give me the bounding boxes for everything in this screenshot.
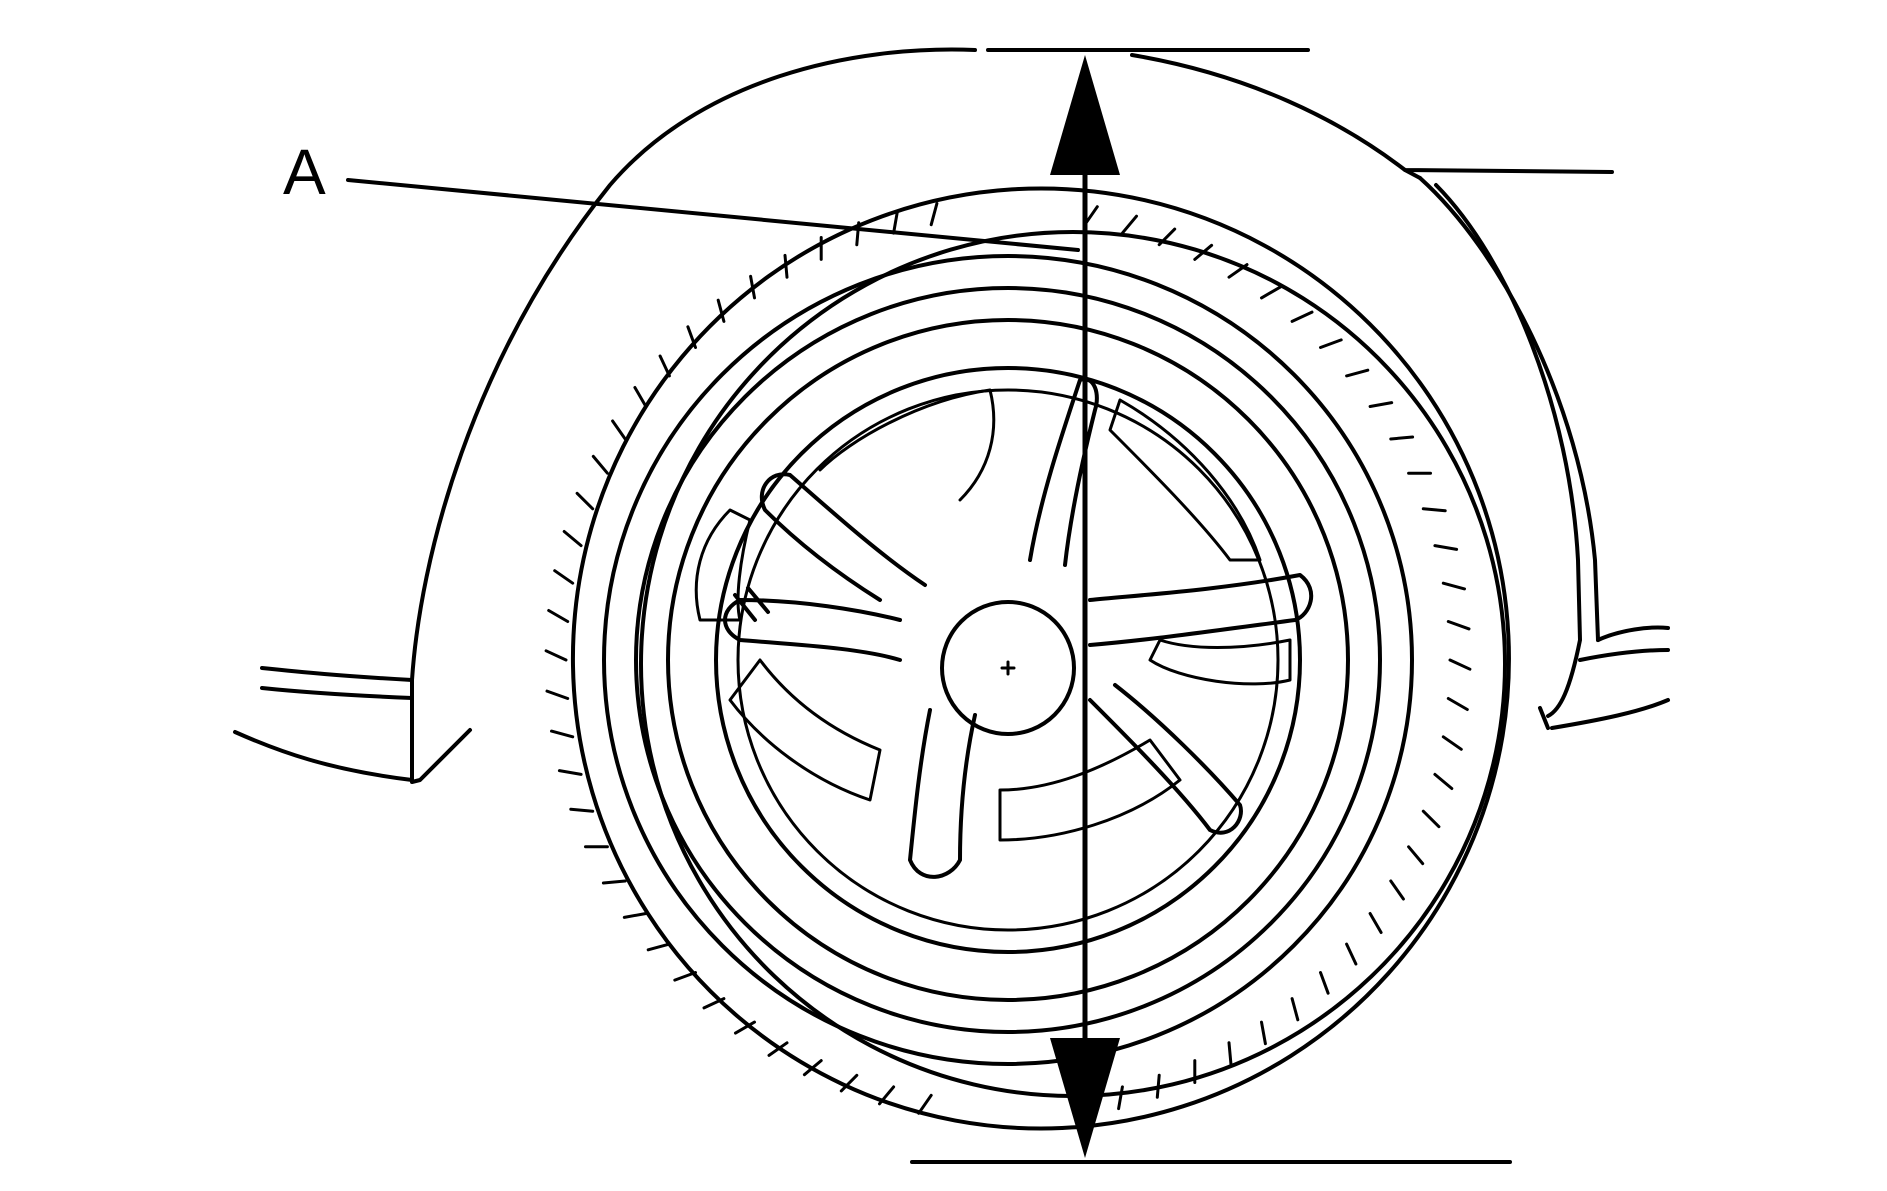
tread-mark: [1433, 544, 1459, 551]
tread-mark: [646, 942, 671, 952]
tread-mark: [611, 419, 627, 441]
tread-mark: [1319, 338, 1343, 349]
tread-mark: [878, 1085, 896, 1106]
tread-mark: [1407, 845, 1425, 866]
tread-mark: [1290, 310, 1314, 323]
tread-mark: [550, 729, 575, 739]
tread-mark: [702, 997, 726, 1010]
tread-mark: [855, 221, 861, 247]
tire: [544, 186, 1511, 1131]
tread-mark: [767, 1041, 789, 1057]
tread-mark: [1260, 285, 1282, 300]
tread-mark: [1368, 401, 1394, 408]
tread-mark: [1389, 435, 1415, 441]
diameter-dimension: [910, 48, 1512, 1164]
tread-mark: [545, 689, 570, 700]
tread-mark: [1368, 912, 1383, 934]
tread-mark: [1446, 697, 1469, 711]
tread-marks: [544, 202, 1472, 1118]
tread-mark: [633, 386, 648, 408]
tread-mark: [1433, 772, 1454, 790]
tread-mark: [783, 253, 789, 279]
tread-mark: [1421, 507, 1447, 513]
wheel-spokes: [694, 377, 1314, 879]
tread-mark: [1446, 620, 1471, 631]
callout-label-a: A: [283, 136, 326, 208]
tread-mark: [749, 274, 756, 300]
tread-mark: [1155, 1073, 1161, 1099]
tread-mark: [802, 1059, 823, 1077]
tread-mark: [622, 912, 648, 919]
tread-mark: [544, 649, 568, 662]
tread-mark: [686, 325, 697, 349]
tread-mark: [839, 1073, 859, 1093]
tread-mark: [1319, 971, 1330, 995]
hub-cap: [940, 600, 1076, 736]
tread-mark: [1120, 214, 1138, 235]
tread-mark: [892, 209, 899, 235]
fender-left: [233, 47, 977, 784]
tread-mark: [917, 1093, 933, 1115]
tread-mark: [1448, 658, 1472, 671]
tread-mark: [673, 971, 697, 982]
fender-right: [1130, 53, 1670, 730]
tread-mark: [734, 1020, 756, 1035]
tread-mark: [1345, 368, 1370, 378]
tread-mark: [569, 807, 595, 813]
tread-mark: [1157, 227, 1177, 247]
tread-mark: [1290, 997, 1300, 1022]
tread-mark: [591, 454, 609, 475]
tread-mark: [547, 609, 570, 623]
tread-mark: [601, 879, 627, 885]
tread-mark: [716, 298, 726, 323]
tread-mark: [1345, 942, 1358, 966]
callout-a-leader: [346, 178, 1080, 252]
tread-mark: [1421, 809, 1441, 829]
tread-mark: [553, 569, 575, 585]
tread-mark: [1227, 1041, 1233, 1067]
tread-mark: [1227, 263, 1249, 279]
tread-mark: [557, 769, 583, 776]
tread-mark: [562, 530, 583, 548]
tread-mark: [1117, 1085, 1124, 1111]
tread-mark: [1389, 879, 1405, 901]
tread-mark: [1260, 1020, 1267, 1046]
tread-mark: [575, 491, 595, 511]
tread-mark: [1441, 581, 1466, 591]
tread-mark: [929, 202, 939, 227]
tread-mark: [1441, 735, 1463, 751]
tread-mark: [1193, 243, 1214, 261]
tread-mark: [658, 354, 671, 378]
